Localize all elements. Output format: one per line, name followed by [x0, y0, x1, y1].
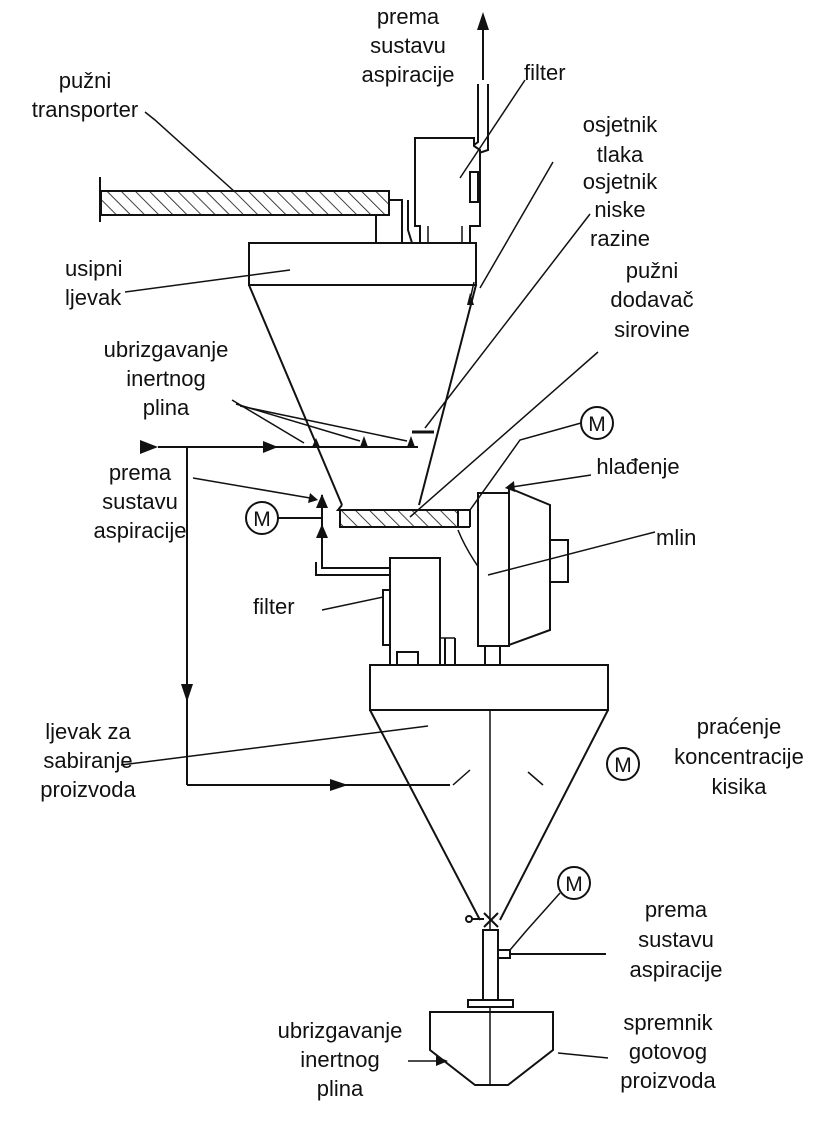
svg-text:aspiracije: aspiracije [94, 518, 187, 543]
svg-text:gotovog: gotovog [629, 1039, 707, 1064]
svg-text:ljevak: ljevak [65, 285, 122, 310]
monitor-symbol-feeder: M [469, 406, 614, 511]
svg-text:pužni: pužni [626, 258, 679, 283]
label-filter-mid: filter [253, 594, 295, 619]
svg-text:sabiranje: sabiranje [43, 748, 132, 773]
svg-text:sustavu: sustavu [638, 927, 714, 952]
svg-text:prema: prema [645, 897, 708, 922]
svg-text:ubrizgavanje: ubrizgavanje [104, 337, 229, 362]
mid-aspiration [278, 494, 390, 576]
label-pressure-sensor: osjetnik tlaka [583, 112, 659, 167]
label-inert-gas-lower: ubrizgavanje inertnog plina [278, 1018, 403, 1101]
svg-text:koncentracije: koncentracije [674, 744, 804, 769]
label-screw-feeder: pužni dodavač sirovine [610, 258, 693, 342]
svg-text:osjetnik: osjetnik [583, 112, 659, 137]
svg-text:sirovine: sirovine [614, 317, 690, 342]
inlet-hopper [248, 242, 477, 506]
label-inert-gas-upper: ubrizgavanje inertnog plina [104, 337, 229, 420]
svg-text:aspiracije: aspiracije [630, 957, 723, 982]
svg-text:inertnog: inertnog [300, 1047, 380, 1072]
label-to-aspiration-bottom: prema sustavu aspiracije [630, 897, 723, 982]
svg-text:osjetnik: osjetnik [583, 169, 659, 194]
label-oxygen-monitoring: praćenje koncentracije kisika [674, 714, 804, 799]
label-to-aspiration-top: prema sustavu aspiracije [362, 4, 455, 87]
label-inlet-hopper: usipni ljevak [65, 256, 122, 310]
label-to-aspiration-mid: prema sustavu aspiracije [94, 460, 187, 543]
label-product-tank: spremnik gotovog proizvoda [620, 1010, 716, 1093]
svg-text:dodavač: dodavač [610, 287, 693, 312]
inert-gas-upper-line [140, 399, 450, 791]
svg-text:prema: prema [377, 4, 440, 29]
collection-hopper [369, 664, 609, 1080]
valve-outlet [465, 912, 606, 1008]
monitor-symbol-aspiration: M [245, 501, 279, 535]
svg-text:M: M [588, 413, 606, 436]
monitor-symbol-valve: M [509, 866, 591, 951]
svg-text:prema: prema [109, 460, 172, 485]
top-aspiration-outlet [469, 12, 489, 155]
svg-text:sustavu: sustavu [102, 489, 178, 514]
mid-filter [382, 557, 456, 666]
svg-text:filter: filter [524, 60, 566, 85]
svg-text:praćenje: praćenje [697, 714, 781, 739]
svg-text:usipni: usipni [65, 256, 122, 281]
svg-text:razine: razine [590, 226, 650, 251]
svg-text:proizvoda: proizvoda [40, 777, 136, 802]
svg-text:tlaka: tlaka [597, 142, 644, 167]
svg-text:sustavu: sustavu [370, 33, 446, 58]
svg-text:M: M [253, 508, 271, 531]
mill [477, 486, 569, 665]
screw-conveyor [99, 177, 413, 244]
monitor-symbol-legend: M [606, 747, 640, 781]
top-filter [414, 137, 481, 244]
svg-text:transporter: transporter [32, 97, 138, 122]
svg-text:M: M [614, 754, 632, 777]
svg-text:plina: plina [317, 1076, 364, 1101]
label-low-level-sensor: osjetnik niske razine [583, 169, 659, 251]
svg-text:M: M [565, 873, 583, 896]
svg-text:spremnik: spremnik [623, 1010, 713, 1035]
svg-text:ljevak za: ljevak za [45, 719, 131, 744]
label-collection-hopper: ljevak za sabiranje proizvoda [40, 719, 136, 802]
label-mill: mlin [656, 525, 696, 550]
svg-text:filter: filter [253, 594, 295, 619]
svg-text:pužni: pužni [59, 68, 112, 93]
svg-text:hlađenje: hlađenje [596, 454, 679, 479]
svg-text:inertnog: inertnog [126, 366, 206, 391]
svg-text:ubrizgavanje: ubrizgavanje [278, 1018, 403, 1043]
label-cooling: hlađenje [596, 454, 679, 479]
svg-text:niske: niske [594, 197, 645, 222]
product-tank [429, 1011, 554, 1086]
svg-text:proizvoda: proizvoda [620, 1068, 716, 1093]
svg-text:kisika: kisika [711, 774, 767, 799]
label-screw-conveyor: pužni transporter [32, 68, 138, 122]
svg-text:plina: plina [143, 395, 190, 420]
svg-text:aspiracije: aspiracije [362, 62, 455, 87]
leader-lines [120, 79, 656, 1066]
svg-text:mlin: mlin [656, 525, 696, 550]
label-filter-top: filter [524, 60, 566, 85]
